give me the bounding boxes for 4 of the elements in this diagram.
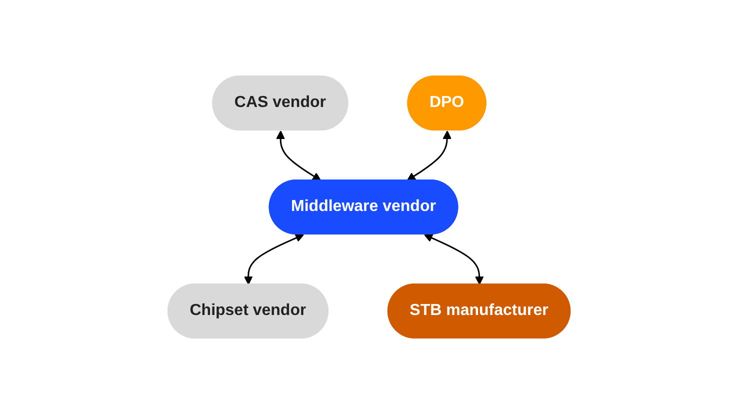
arrow [407,130,452,181]
arrow [424,234,484,285]
arrow [276,130,322,181]
arrow [244,234,304,285]
